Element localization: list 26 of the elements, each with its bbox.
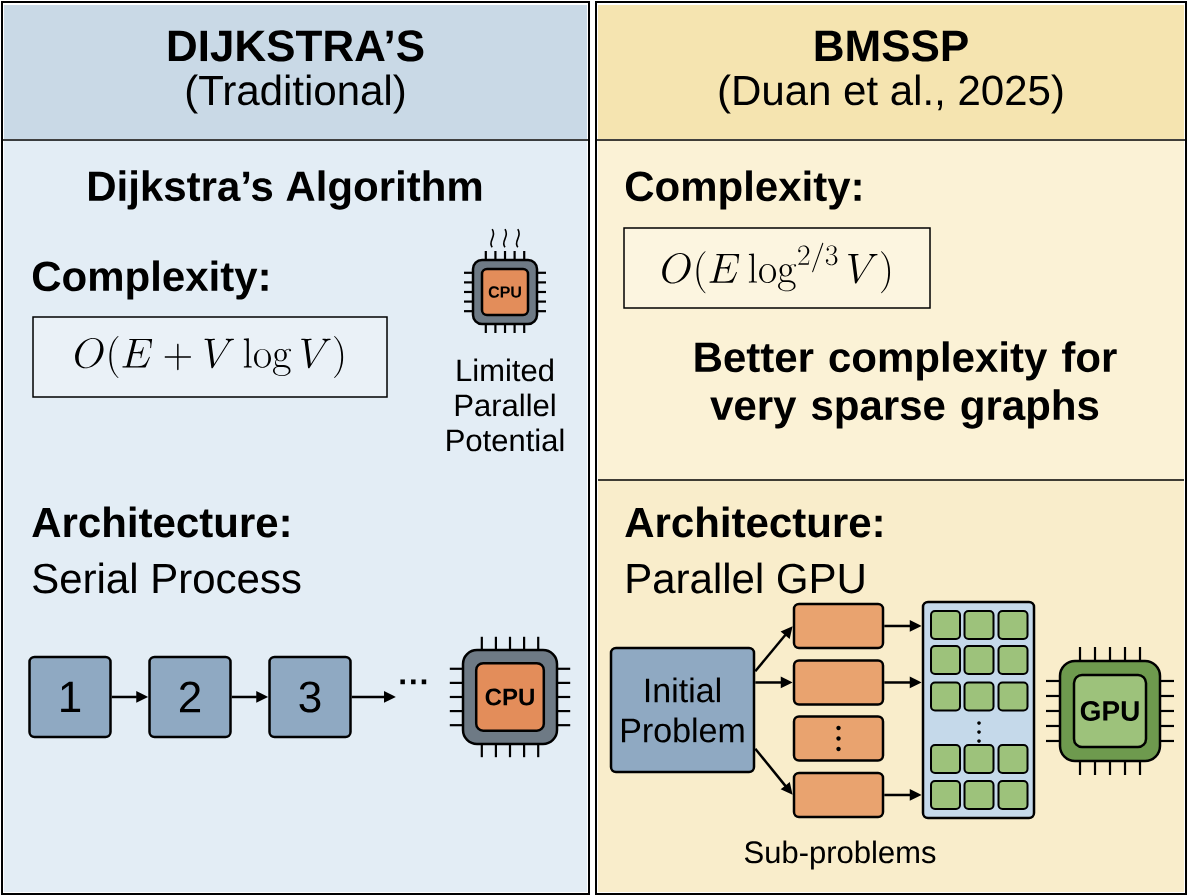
formula-box: $O(E + V \log V)$: [32, 316, 388, 398]
chip-label: CPU: [485, 688, 534, 706]
subheading: Parallel GPU: [627, 562, 864, 594]
step-box: 1: [28, 655, 112, 739]
section-heading: Architecture:: [32, 506, 289, 538]
ellipsis: ···: [400, 679, 427, 685]
chip-label: CPU: [488, 286, 521, 298]
header-band: BMSSP (Duan et al., 2025): [598, 5, 1184, 139]
section-heading: Dijkstra’s Algorithm: [89, 170, 482, 210]
formula-box: $O(E \log^{2/3} V)$: [623, 227, 931, 309]
step-box: 2: [148, 655, 232, 739]
subproblem-box: [792, 602, 885, 650]
step-box: 3: [268, 655, 352, 739]
subproblem-box: [792, 659, 885, 706]
section-heading: Complexity:: [625, 170, 861, 210]
section-heading: Complexity:: [32, 260, 268, 300]
caption: Sub-problems: [744, 840, 936, 870]
header-band: DIJKSTRA’S (Traditional): [4, 5, 587, 139]
caption: Limited Parallel Potential: [447, 358, 564, 452]
subheading: Serial Process: [33, 562, 301, 594]
subproblem-box: [792, 715, 885, 762]
subproblem-box: [792, 771, 885, 819]
section-heading: Architecture:: [625, 506, 882, 538]
process-box: Initial Problem: [609, 646, 756, 774]
highlight-text: Better complexity for very sparse graphs: [695, 341, 1117, 429]
chip-label: GPU: [1080, 701, 1139, 721]
